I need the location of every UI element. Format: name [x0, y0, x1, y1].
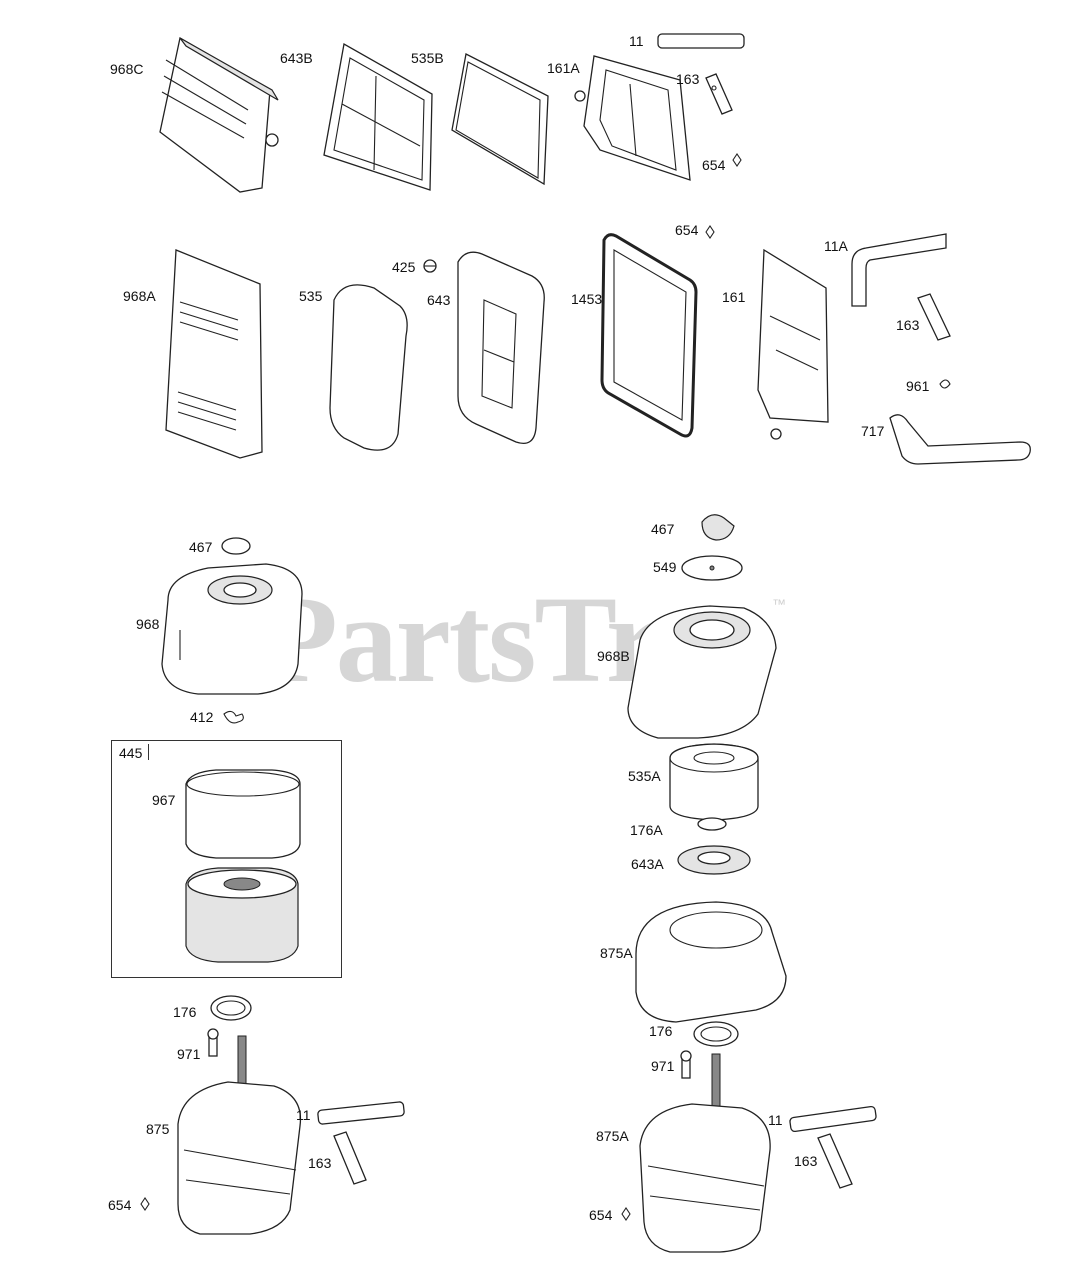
label-11-left[interactable]: 11: [296, 1107, 311, 1123]
label-163-right[interactable]: 163: [794, 1153, 818, 1169]
part-535B-drawing[interactable]: [451, 53, 549, 186]
part-643B-drawing[interactable]: [323, 42, 433, 191]
part-163-top-drawing[interactable]: [705, 73, 733, 115]
label-654-right[interactable]: 654: [589, 1207, 613, 1223]
part-875-drawing[interactable]: [177, 1035, 302, 1235]
label-176A[interactable]: 176A: [630, 822, 663, 838]
part-535-drawing[interactable]: [329, 284, 408, 451]
kit-number: 445: [119, 745, 143, 761]
part-163-mid-drawing[interactable]: [917, 293, 951, 341]
part-654-top-drawing[interactable]: [732, 153, 742, 167]
watermark-trademark: ™: [772, 596, 786, 612]
label-968C[interactable]: 968C: [110, 61, 144, 77]
label-11A[interactable]: 11A: [824, 238, 848, 254]
part-654-mid-drawing[interactable]: [705, 225, 715, 239]
part-11A-drawing[interactable]: [851, 233, 947, 307]
label-968[interactable]: 968: [136, 616, 160, 632]
part-971-right-drawing[interactable]: [680, 1050, 692, 1079]
label-967[interactable]: 967: [152, 792, 176, 808]
part-11-left-drawing[interactable]: [317, 1101, 405, 1125]
kit-divider: [148, 744, 149, 760]
label-875[interactable]: 875: [146, 1121, 170, 1137]
label-163-mid[interactable]: 163: [896, 317, 920, 333]
part-1453-drawing[interactable]: [600, 233, 698, 438]
part-968-drawing[interactable]: [161, 563, 303, 695]
label-875A[interactable]: 875A: [600, 945, 633, 961]
part-163-left-drawing[interactable]: [333, 1131, 367, 1185]
label-961[interactable]: 961: [906, 378, 930, 394]
part-425-drawing[interactable]: [423, 259, 437, 273]
part-549-drawing[interactable]: [681, 555, 743, 581]
part-11-top-drawing[interactable]: [657, 33, 745, 49]
label-176-right[interactable]: 176: [649, 1023, 673, 1039]
part-445-cartridge-drawing[interactable]: [185, 867, 299, 963]
label-549[interactable]: 549: [653, 559, 677, 575]
label-968B[interactable]: 968B: [597, 648, 630, 664]
label-535A[interactable]: 535A: [628, 768, 661, 784]
part-875A-base-drawing[interactable]: [639, 1053, 771, 1253]
part-161-drawing[interactable]: [757, 248, 829, 440]
part-968B-drawing[interactable]: [627, 605, 777, 739]
label-875A-base[interactable]: 875A: [596, 1128, 629, 1144]
label-163-left[interactable]: 163: [308, 1155, 332, 1171]
label-654-mid[interactable]: 654: [675, 222, 699, 238]
part-176A-drawing[interactable]: [697, 817, 727, 831]
label-163-top[interactable]: 163: [676, 71, 700, 87]
part-967-drawing[interactable]: [185, 769, 301, 859]
label-535B[interactable]: 535B: [411, 50, 444, 66]
part-11-right-drawing[interactable]: [789, 1105, 877, 1133]
part-643A-drawing[interactable]: [677, 845, 751, 875]
label-968A[interactable]: 968A: [123, 288, 156, 304]
label-535[interactable]: 535: [299, 288, 323, 304]
kit-445-box: [111, 740, 342, 978]
part-654-left-drawing[interactable]: [140, 1197, 150, 1211]
part-467-left-drawing[interactable]: [221, 537, 251, 555]
label-467-left[interactable]: 467: [189, 539, 213, 555]
label-11-top[interactable]: 11: [629, 33, 644, 49]
part-654-right-drawing[interactable]: [621, 1207, 631, 1221]
part-643-drawing[interactable]: [457, 251, 545, 445]
label-643B[interactable]: 643B: [280, 50, 313, 66]
label-717[interactable]: 717: [861, 423, 885, 439]
part-412-drawing[interactable]: [223, 710, 244, 724]
part-467-right-drawing[interactable]: [701, 514, 735, 541]
part-176-left-drawing[interactable]: [210, 995, 252, 1021]
part-176-right-drawing[interactable]: [693, 1021, 739, 1047]
label-412[interactable]: 412: [190, 709, 214, 725]
label-161[interactable]: 161: [722, 289, 746, 305]
part-535A-drawing[interactable]: [669, 743, 759, 821]
label-467-right[interactable]: 467: [651, 521, 675, 537]
label-971-right[interactable]: 971: [651, 1058, 675, 1074]
label-161A[interactable]: 161A: [547, 60, 580, 76]
label-425[interactable]: 425: [392, 259, 416, 275]
label-176-left[interactable]: 176: [173, 1004, 197, 1020]
label-643A[interactable]: 643A: [631, 856, 664, 872]
part-163-right-drawing[interactable]: [817, 1133, 853, 1189]
part-717-drawing[interactable]: [889, 414, 1031, 465]
label-1453[interactable]: 1453: [571, 291, 603, 307]
part-968A-drawing[interactable]: [165, 249, 263, 459]
label-971-left[interactable]: 971: [177, 1046, 201, 1062]
part-968C-drawing[interactable]: [159, 36, 279, 193]
label-11-right[interactable]: 11: [768, 1112, 783, 1128]
label-654-left[interactable]: 654: [108, 1197, 132, 1213]
part-161A-drawing[interactable]: [574, 55, 691, 181]
part-971-left-drawing[interactable]: [207, 1028, 219, 1057]
label-654-top[interactable]: 654: [702, 157, 726, 173]
label-643[interactable]: 643: [427, 292, 451, 308]
part-961-drawing[interactable]: [939, 379, 951, 389]
part-875A-drawing[interactable]: [635, 901, 787, 1023]
